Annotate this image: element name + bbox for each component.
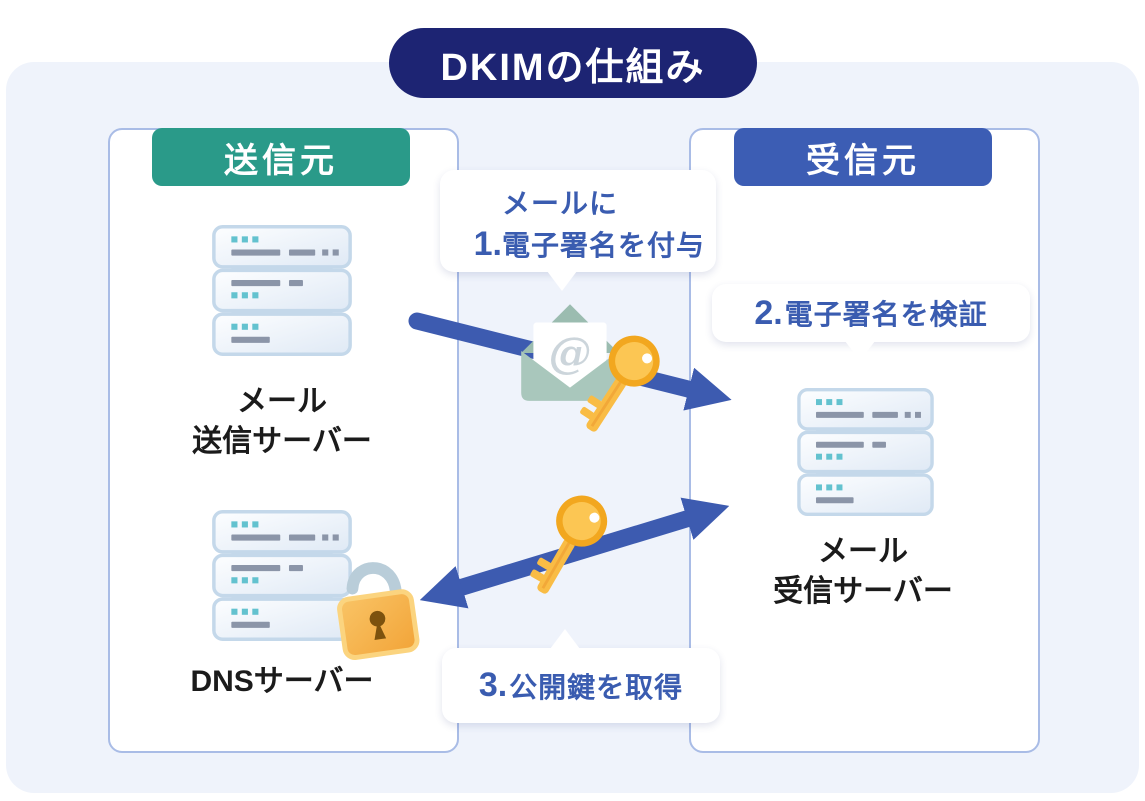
receiver-panel-header: 受信元	[734, 128, 992, 186]
step3-text: 公開鍵を取得	[509, 671, 684, 703]
sender-panel-header: 送信元	[152, 128, 410, 186]
step3-bubble: 3. 公開鍵を取得	[442, 629, 720, 723]
step1-number: 1.	[473, 224, 502, 263]
title-badge: DKIMの仕組み	[389, 28, 757, 98]
step3-number: 3.	[478, 666, 508, 704]
mail-receive-server-label: メール 受信サーバー	[773, 535, 953, 608]
step1-line2: 電子署名を付与	[502, 230, 706, 261]
step2-bubble: 2. 電子署名を検証	[712, 284, 1030, 361]
dns-server-label: DNSサーバー	[190, 665, 374, 698]
receiver-header-label: 受信元	[806, 141, 920, 180]
mail-receive-server-icon	[797, 388, 934, 516]
page-title: DKIMの仕組み	[440, 46, 706, 89]
mail-send-server-icon	[212, 225, 352, 356]
step1-bubble: メールに 1. 電子署名を付与	[440, 170, 716, 291]
mail-send-server-label: メール 送信サーバー	[192, 385, 372, 458]
padlock-icon	[321, 546, 434, 672]
step2-number: 2.	[754, 293, 783, 332]
step2-text: 電子署名を検証	[784, 299, 988, 330]
step1-line1: メールに	[502, 188, 619, 219]
sender-header-label: 送信元	[224, 141, 338, 180]
